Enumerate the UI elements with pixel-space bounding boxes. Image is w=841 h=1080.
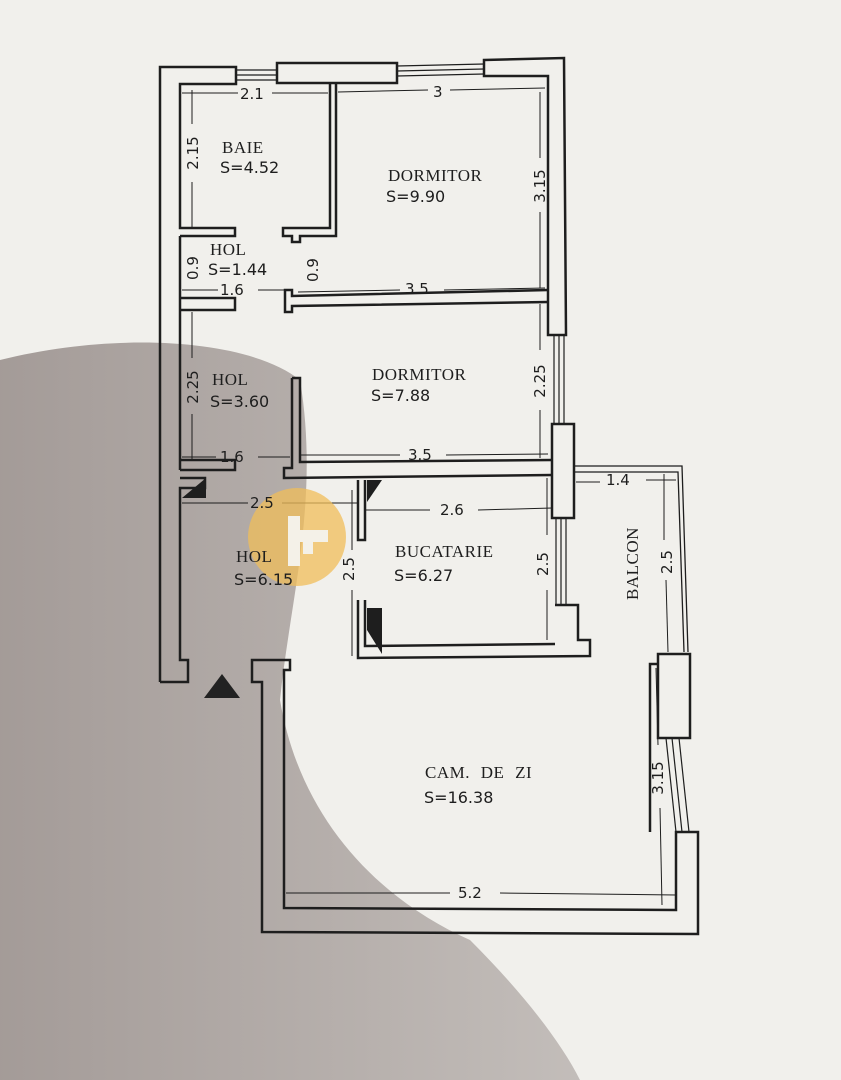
dim-bucatarie-height: 2.5 xyxy=(534,552,552,576)
room-label-dormitor-2: DORMITOR xyxy=(372,365,467,384)
room-area-baie: S=4.52 xyxy=(220,158,280,177)
room-label-baie: BAIE xyxy=(222,138,264,157)
room-area-dormitor-1: S=9.90 xyxy=(386,187,446,206)
dim-hol-3-height: 2.5 xyxy=(340,557,358,581)
room-area-dormitor-2: S=7.88 xyxy=(371,386,431,405)
dim-dormitor-2-width: 3.5 xyxy=(408,446,432,464)
room-label-hol-1: HOL xyxy=(210,240,247,259)
room-area-bucatarie: S=6.27 xyxy=(394,566,454,585)
dim-dormitor-2-height: 2.25 xyxy=(531,364,549,398)
room-label-balcon: BALCON xyxy=(623,527,642,600)
dim-dormitor-1-width: 3 xyxy=(433,83,443,101)
room-area-hol-2: S=3.60 xyxy=(210,392,270,411)
dim-hol-2-height: 2.25 xyxy=(184,370,202,404)
room-label-camera-de-zi: CAM. DE ZI xyxy=(425,763,533,782)
dim-hol-2-width: 1.6 xyxy=(220,448,244,466)
dim-camera-width: 5.2 xyxy=(458,884,482,902)
room-area-hol-1: S=1.44 xyxy=(208,260,268,279)
entrance-arrow-icon xyxy=(204,674,240,698)
watermark-logo xyxy=(248,488,346,586)
dim-hol-3-width: 2.5 xyxy=(250,494,274,512)
dim-hol-1-height-right: 0.9 xyxy=(304,258,322,282)
room-area-camera-de-zi: S=16.38 xyxy=(424,788,494,807)
room-label-hol-2: HOL xyxy=(212,370,249,389)
dim-baie-height: 2.15 xyxy=(184,136,202,170)
dim-baie-width: 2.1 xyxy=(240,85,264,103)
room-area-hol-3: S=6.15 xyxy=(234,570,294,589)
dim-balcon-height: 2.5 xyxy=(658,550,676,574)
dim-balcon-width: 1.4 xyxy=(606,471,630,489)
room-label-dormitor-1: DORMITOR xyxy=(388,166,483,185)
dim-dormitor-1-bottom: 3.5 xyxy=(405,280,429,298)
dim-camera-height: 3.15 xyxy=(649,761,667,795)
dim-dormitor-1-height: 3.15 xyxy=(531,169,549,203)
dim-bucatarie-width: 2.6 xyxy=(440,501,464,519)
room-label-bucatarie: BUCATARIE xyxy=(395,542,494,561)
dim-hol-1-height-left: 0.9 xyxy=(184,256,202,280)
room-label-hol-3: HOL xyxy=(236,547,273,566)
dim-hol-1-width: 1.6 xyxy=(220,281,244,299)
